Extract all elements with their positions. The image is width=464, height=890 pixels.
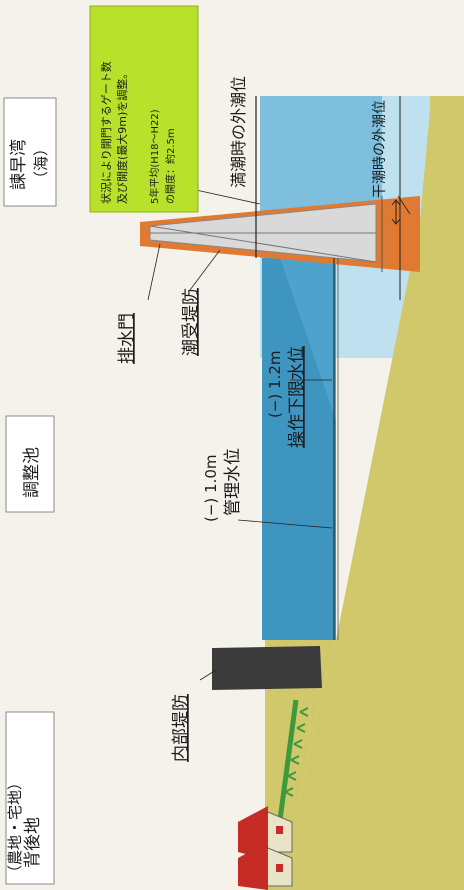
hinterland-label-line1: 背後地	[23, 817, 43, 868]
drain-gate-label: 排水門	[117, 313, 137, 364]
operation-lower-limit-label: 操作下限水位	[287, 346, 307, 448]
tidal-dike-label: 潮受堤防	[181, 288, 201, 356]
inner-dike-shape	[212, 646, 322, 690]
management-level-label: 管理水位	[223, 448, 243, 516]
gate-note-line3: 5年平均(H18〜H22)	[148, 109, 161, 204]
note-leader	[195, 189, 261, 205]
bay-label-box	[3, 97, 57, 207]
house-icon	[238, 806, 293, 890]
gate-note-line2: 及び開度(最大9m)を調整。	[115, 68, 129, 204]
bay-label-line2: （海）	[32, 141, 50, 186]
reservoir-label-box	[5, 415, 55, 513]
management-level-value: (−) 1.0m	[202, 454, 220, 522]
tidal-dike-leader	[189, 249, 221, 291]
gate-diagonal	[149, 225, 377, 263]
reservoir-label: 調整池	[22, 447, 42, 498]
gate-opening-arrow	[391, 199, 401, 225]
bay-label-line1: 諫早湾	[9, 139, 29, 190]
low-tide-label: 干潮時の外潮位	[372, 100, 388, 198]
grass-tufts	[284, 707, 309, 797]
inner-dike-leader	[199, 669, 217, 681]
operation-lower-limit-value: (−) 1.2m	[266, 350, 284, 418]
gate-note-line1: 状況により開門するゲート数	[99, 61, 113, 204]
grass-line	[277, 699, 299, 821]
gate-note-box	[89, 5, 199, 213]
hinterland-label-box	[5, 711, 55, 885]
drain-gate-leader	[147, 243, 161, 301]
high-tide-label: 満潮時の外潮位	[229, 76, 248, 188]
ground	[265, 96, 464, 890]
gate-note-line4: の開度：約2.5m	[164, 128, 177, 204]
inner-dike-label: 内部堤防	[171, 694, 191, 762]
hinterland-label-line2: （農地・宅地）	[6, 775, 24, 880]
management-leader	[237, 519, 333, 529]
low-tide-leader	[397, 195, 411, 215]
reservoir-water-highlight	[280, 258, 336, 420]
